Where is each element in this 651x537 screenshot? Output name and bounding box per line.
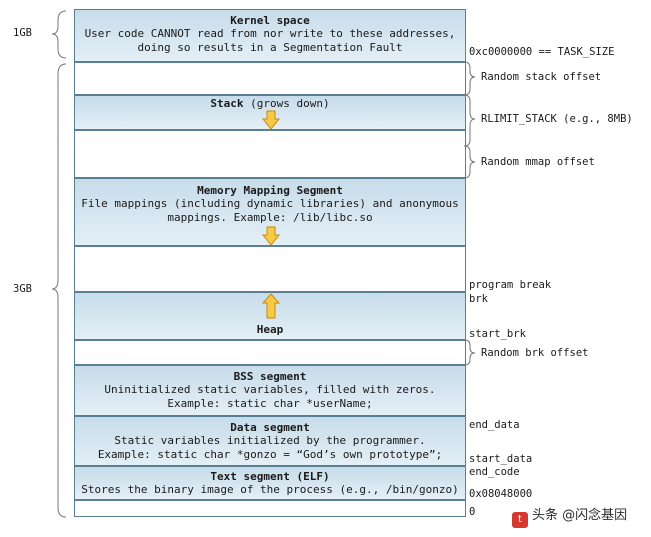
watermark-logo-icon: t bbox=[512, 512, 528, 528]
kernel-desc-line2: doing so results in a Segmentation Fault bbox=[137, 41, 403, 54]
task-size-label: 0xc0000000 == TASK_SIZE bbox=[469, 46, 615, 58]
stack-suffix: (grows down) bbox=[243, 97, 330, 110]
data-segment: Data segment Static variables initialize… bbox=[74, 416, 466, 466]
random-mmap-bracket bbox=[463, 145, 476, 179]
random-stack-offset-label: Random stack offset bbox=[481, 71, 602, 83]
random-mmap-offset-label: Random mmap offset bbox=[481, 156, 595, 168]
bss-desc-line1: Uninitialized static variables, filled w… bbox=[104, 383, 436, 396]
stack-mmap-gap bbox=[74, 130, 466, 178]
end-code-label: end_code bbox=[469, 466, 520, 478]
kernel-size-label: 1GB bbox=[13, 27, 32, 39]
kernel-desc-line1: User code CANNOT read from nor write to … bbox=[84, 27, 456, 40]
rlimit-bracket bbox=[463, 94, 476, 147]
user-bracket bbox=[51, 63, 67, 518]
text-title: Text segment (ELF) bbox=[210, 470, 330, 483]
stack-grows-down-arrow-icon bbox=[261, 110, 281, 130]
start-brk-label: start_brk bbox=[469, 328, 526, 340]
bss-desc-line2: Example: static char *userName; bbox=[167, 397, 373, 410]
watermark-text: 头条 @闪念基因 bbox=[532, 508, 628, 523]
mmap-grows-down-arrow-icon bbox=[261, 226, 281, 246]
watermark: t 头条 @闪念基因 bbox=[512, 504, 627, 528]
mmap-desc-line1: File mappings (including dynamic librari… bbox=[81, 197, 459, 210]
text-desc-line1: Stores the binary image of the process (… bbox=[81, 483, 459, 496]
random-stack-gap bbox=[74, 62, 466, 95]
left-brackets bbox=[51, 10, 67, 518]
brk-label: brk bbox=[469, 293, 488, 305]
reserved-bottom-segment bbox=[74, 500, 466, 517]
heap-title: Heap bbox=[256, 323, 284, 336]
right-brackets bbox=[463, 61, 476, 366]
mmap-segment: Memory Mapping Segment File mappings (in… bbox=[74, 178, 466, 246]
zero-address-label: 0 bbox=[469, 506, 476, 518]
heap-grows-up-arrow-icon bbox=[261, 293, 281, 319]
random-stack-bracket bbox=[463, 61, 476, 96]
bss-segment: BSS segment Uninitialized static variabl… bbox=[74, 365, 466, 416]
free-gap bbox=[74, 246, 466, 292]
data-desc-line1: Static variables initialized by the prog… bbox=[114, 434, 426, 447]
random-brk-gap bbox=[74, 340, 466, 365]
kernel-title: Kernel space bbox=[230, 14, 310, 27]
program-break-label: program break bbox=[469, 279, 552, 291]
end-data-label: end_data bbox=[469, 419, 520, 431]
data-desc-line2: Example: static char *gonzo = “God’s own… bbox=[97, 448, 443, 461]
rlimit-stack-label: RLIMIT_STACK (e.g., 8MB) bbox=[481, 113, 633, 125]
text-start-address-label: 0x08048000 bbox=[469, 488, 533, 500]
kernel-bracket bbox=[51, 10, 67, 59]
random-brk-bracket bbox=[463, 339, 476, 366]
bss-title: BSS segment bbox=[233, 370, 307, 383]
mmap-title: Memory Mapping Segment bbox=[197, 184, 343, 197]
user-size-label: 3GB bbox=[13, 283, 32, 295]
random-brk-offset-label: Random brk offset bbox=[481, 347, 589, 359]
stack-title: Stack bbox=[210, 97, 244, 110]
text-segment: Text segment (ELF) Stores the binary ima… bbox=[74, 466, 466, 500]
start-data-label: start_data bbox=[469, 453, 533, 465]
mmap-desc-line2: mappings. Example: /lib/libc.so bbox=[167, 211, 373, 224]
data-title: Data segment bbox=[230, 421, 310, 434]
kernel-space-segment: Kernel space User code CANNOT read from … bbox=[74, 9, 466, 62]
